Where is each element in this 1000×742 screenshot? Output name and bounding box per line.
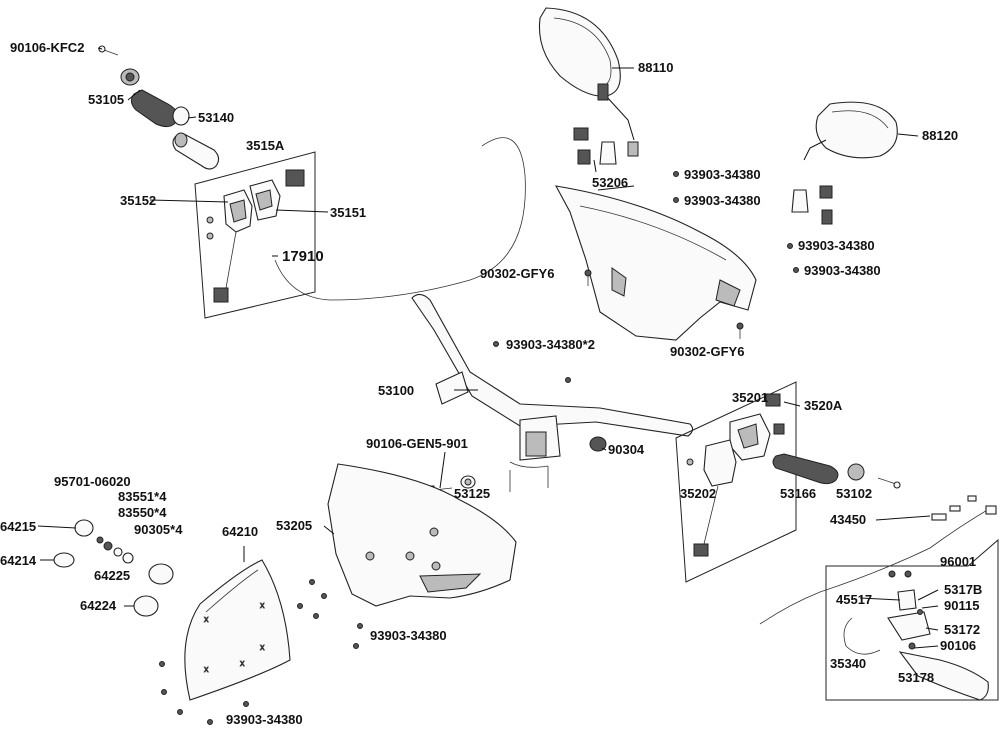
- rear-cover-53206: [554, 185, 757, 341]
- cap-64215: [74, 519, 94, 537]
- label-83551: 83551*4: [118, 489, 167, 504]
- brake-switch-35340: [843, 617, 881, 655]
- cap-64225: [148, 563, 174, 585]
- label-43450: 43450: [830, 512, 866, 527]
- label-90302-gfy6-b: 90302-GFY6: [670, 344, 744, 359]
- label-53206: 53206: [592, 175, 628, 190]
- front-cover-53205: [327, 463, 517, 607]
- mirror-88120: [803, 101, 898, 161]
- collar-53125: [460, 475, 476, 489]
- label-93903-d: 93903-34380: [804, 263, 881, 278]
- label-83550: 83550*4: [118, 505, 167, 520]
- switch-housing-35152: [213, 189, 253, 303]
- cable-ends: [931, 495, 997, 521]
- label-90302-gfy6-a: 90302-GFY6: [480, 266, 554, 281]
- handlebar-53100: [411, 293, 694, 492]
- switch-box-3515a: [194, 151, 316, 319]
- label-90304: 90304: [608, 442, 645, 457]
- svg-text:x: x: [240, 658, 245, 668]
- label-90106: 90106: [940, 638, 976, 653]
- mirror-88110: [538, 7, 635, 141]
- label-93903-b: 93903-34380: [684, 193, 761, 208]
- label-53172: 53172: [944, 622, 980, 637]
- svg-text:x: x: [204, 664, 209, 674]
- label-35201: 35201: [732, 390, 768, 405]
- label-53105: 53105: [88, 92, 124, 107]
- label-90115: 90115: [944, 598, 979, 613]
- label-90106-kfc2: 90106-KFC2: [10, 40, 84, 55]
- label-53140: 53140: [198, 110, 234, 125]
- label-53102: 53102: [836, 486, 872, 501]
- brake-lever-53178: [898, 651, 989, 701]
- label-93903-e: 93903-34380: [370, 628, 447, 643]
- throttle-cable-17910: [274, 137, 526, 301]
- cap-64224: [133, 595, 159, 617]
- label-3520a: 3520A: [804, 398, 843, 413]
- label-35340: 35340: [830, 656, 866, 671]
- label-53125: 53125: [454, 486, 490, 501]
- label-45517: 45517: [836, 592, 872, 607]
- windshield-screws: [159, 579, 363, 725]
- leader-lines: [37, 47, 939, 649]
- label-35151: 35151: [330, 205, 366, 220]
- brake-box-5317b: [825, 538, 999, 701]
- svg-text:x: x: [204, 614, 209, 624]
- svg-text:x: x: [260, 600, 265, 610]
- label-35202: 35202: [680, 486, 716, 501]
- label-53100: 53100: [378, 383, 414, 398]
- label-64224: 64224: [80, 598, 117, 613]
- label-96001: 96001: [940, 554, 976, 569]
- washers-stack: [96, 536, 134, 564]
- label-93903-c: 93903-34380: [798, 238, 875, 253]
- switch-box-3520a: [675, 381, 797, 583]
- end-bolt-right: [877, 477, 901, 489]
- label-93903-a: 93903-34380: [684, 167, 761, 182]
- label-53178: 53178: [898, 670, 934, 685]
- windshield-64210: x x x x x: [184, 559, 291, 701]
- label-88110: 88110: [638, 60, 673, 75]
- label-90106-gen5-901: 90106-GEN5-901: [366, 436, 468, 451]
- label-95701-06020: 95701-06020: [54, 474, 131, 489]
- switch-housing-35202: [693, 439, 737, 557]
- label-3515a: 3515A: [246, 138, 285, 153]
- label-64225: 64225: [94, 568, 130, 583]
- brake-master-53172: [887, 611, 931, 641]
- cap-64214: [53, 552, 75, 568]
- throttle-tube-53140: [172, 132, 220, 170]
- label-90305: 90305*4: [134, 522, 183, 537]
- label-93903-f: 93903-34380: [226, 712, 303, 727]
- weight-90304: [589, 436, 607, 452]
- brake-screws: [888, 570, 923, 650]
- label-5317b: 5317B: [944, 582, 982, 597]
- screw-90302-gfy6-b: [736, 322, 744, 339]
- screw-90302-gfy6-a: [584, 269, 592, 286]
- label-93903-x2: 93903-34380*2: [506, 337, 595, 352]
- switch-housing-35151: [249, 179, 281, 221]
- switch-housing-35201: [729, 413, 771, 461]
- grip-end-53102: [847, 463, 865, 481]
- label-64215: 64215: [0, 519, 36, 534]
- label-53166: 53166: [780, 486, 816, 501]
- label-64210: 64210: [222, 524, 258, 539]
- label-17910: 17910: [282, 248, 324, 265]
- label-64214: 64214: [0, 553, 37, 568]
- screws-switch: [206, 216, 214, 240]
- bolt-90106-kfc2: [98, 45, 119, 56]
- svg-text:x: x: [260, 642, 265, 652]
- label-35152: 35152: [120, 193, 156, 208]
- screws-93903-right: [493, 171, 799, 383]
- mirror-adapters: [573, 127, 833, 225]
- grip-end-53105: [120, 68, 140, 86]
- throttle-grip-rubber: [130, 89, 190, 128]
- bracket-45517: [897, 589, 917, 611]
- brake-cable-43450: [759, 505, 995, 625]
- grip-53166: [772, 453, 839, 485]
- label-53205: 53205: [276, 518, 312, 533]
- label-88120: 88120: [922, 128, 958, 143]
- switch-knob: [285, 169, 305, 187]
- switch-knobs-right: [686, 393, 785, 466]
